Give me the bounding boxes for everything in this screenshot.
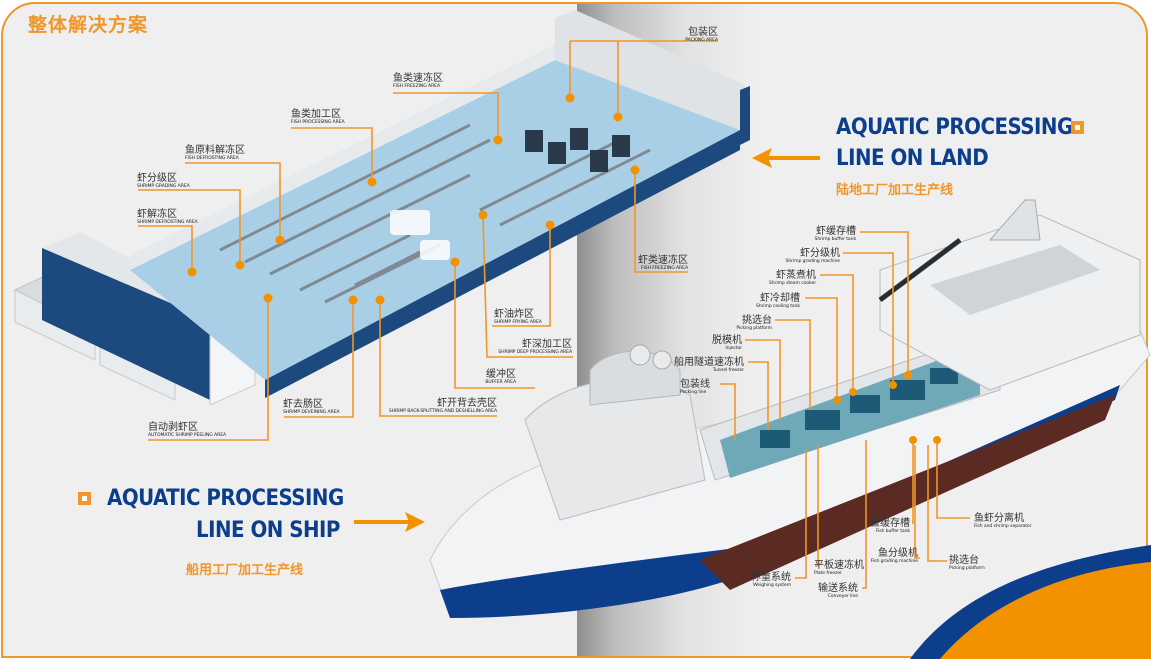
- land-callout-dots: [187, 93, 640, 305]
- arrow-left-icon: [752, 148, 820, 168]
- land-title-line1: AQUATIC PROCESSING: [836, 115, 1073, 140]
- ship-title-line2: LINE ON SHIP: [196, 518, 340, 543]
- page-title: 整体解决方案: [28, 14, 149, 36]
- square-bullet-icon: [78, 492, 91, 505]
- square-bullet-icon: [1071, 121, 1084, 134]
- land-title-line2: LINE ON LAND: [836, 146, 989, 171]
- arrow-right-icon: [354, 512, 425, 532]
- land-subtitle: 陆地工厂加工生产线: [836, 183, 954, 198]
- land-factory-illustration: [13, 10, 750, 406]
- ship-title-line1: AQUATIC PROCESSING: [107, 486, 344, 511]
- ship-illustration: [429, 199, 1151, 618]
- ship-subtitle: 船用工厂加工生产线: [186, 563, 304, 578]
- ship-leader-lines: [720, 231, 970, 589]
- corner-swoosh: [910, 545, 1151, 659]
- land-leader-lines: [138, 40, 718, 441]
- ship-callout-dots: [833, 371, 941, 444]
